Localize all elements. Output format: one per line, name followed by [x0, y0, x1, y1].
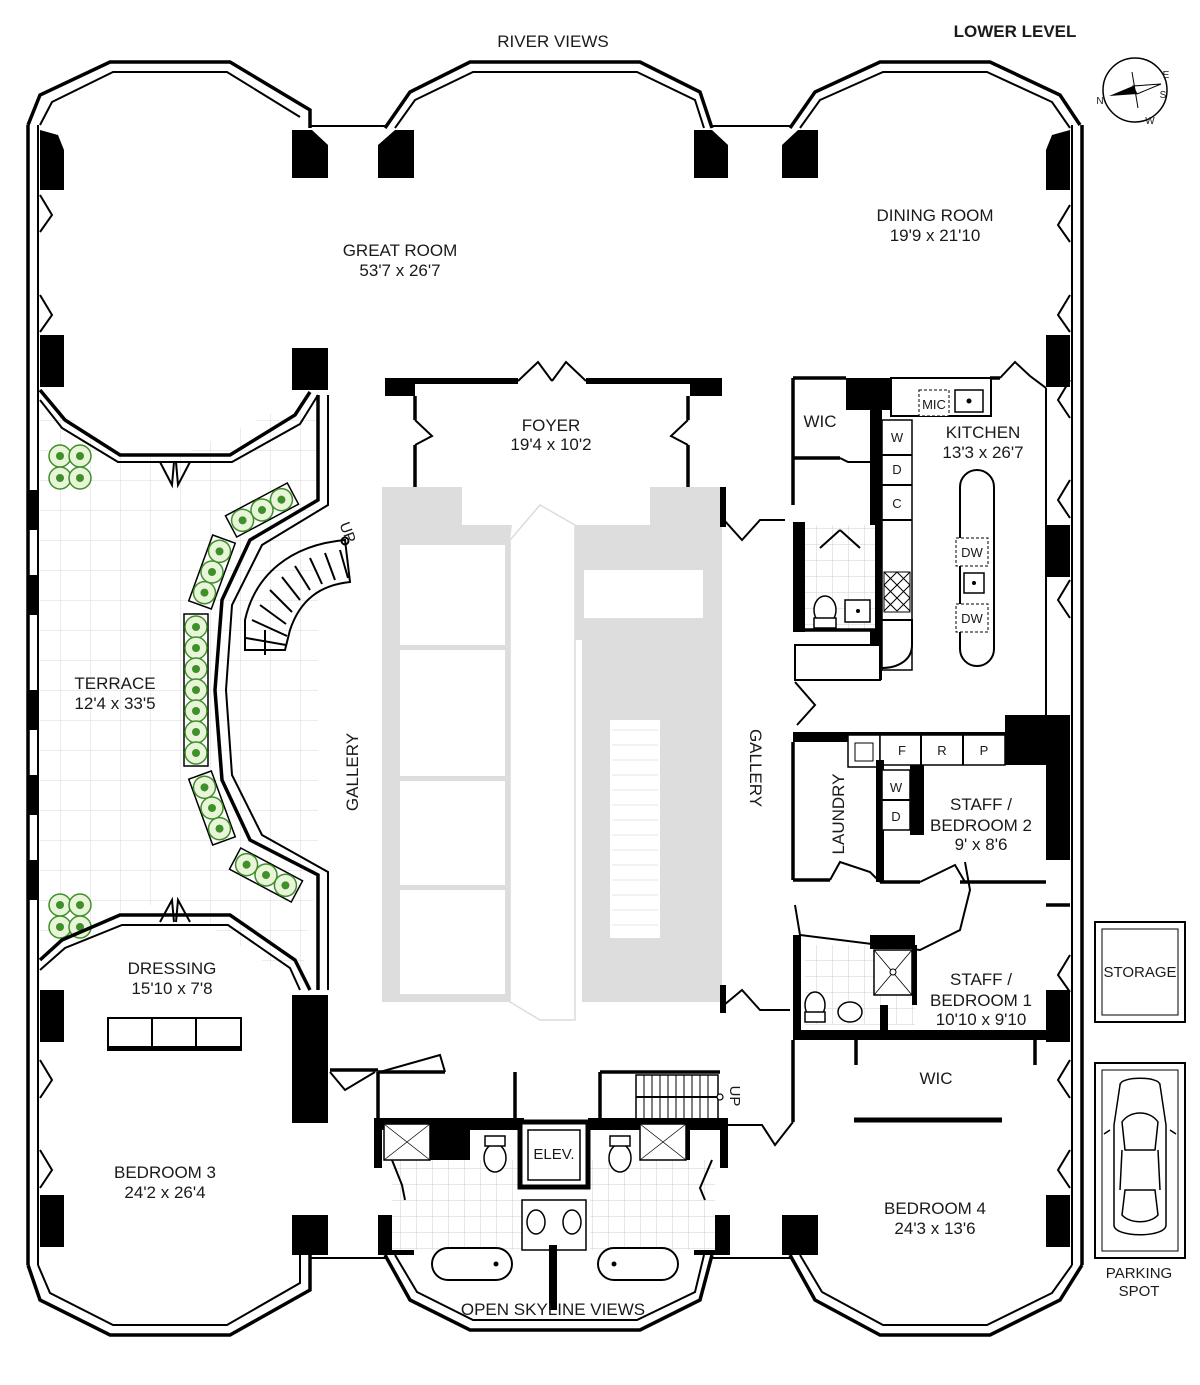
staff-wing-south: [722, 903, 1070, 1147]
level-title: LOWER LEVEL: [954, 22, 1077, 41]
dressing-bay: [38, 896, 312, 1051]
dishwasher-2-label: DW: [961, 611, 983, 626]
foyer-walls: [385, 360, 722, 490]
staff-bedroom-2-size: 9' x 8'6: [955, 835, 1008, 854]
parking-label-1: PARKING: [1106, 1265, 1172, 1282]
elevator-label: ELEV.: [533, 1146, 574, 1163]
kitchen-name: KITCHEN: [946, 423, 1021, 442]
staff-bedroom-1-name-2: BEDROOM 1: [930, 991, 1032, 1010]
kitchen-size: 13'3 x 26'7: [942, 443, 1023, 462]
gallery-right-label: GALLERY: [746, 729, 765, 807]
car-icon: [1103, 1077, 1177, 1236]
range-label: R: [937, 743, 946, 758]
compass-e: E: [1163, 70, 1170, 81]
stair-up-label-2: UP: [726, 1086, 743, 1107]
bedroom-3-size: 24'2 x 26'4: [124, 1183, 205, 1202]
compass-icon: [1102, 57, 1168, 123]
cooktop-label: C: [892, 496, 901, 511]
parking-label-2: SPOT: [1119, 1283, 1160, 1300]
foyer-name: FOYER: [522, 416, 581, 435]
staff-bedroom-1-name-1: STAFF /: [950, 970, 1012, 989]
compass-w: W: [1145, 116, 1155, 127]
great-room-name: GREAT ROOM: [343, 241, 458, 260]
staff-bedroom-1-size: 10'10 x 9'10: [936, 1010, 1027, 1029]
foyer-size: 19'4 x 10'2: [510, 435, 591, 454]
gallery-left-label: GALLERY: [343, 733, 362, 811]
staff-bedroom-2-name-2: BEDROOM 2: [930, 816, 1032, 835]
stair-up-label-1: UP: [336, 520, 359, 545]
kitchen-walls: [791, 360, 1047, 715]
core-door-stubs: [720, 487, 790, 1013]
dining-room-size: 19'9 x 21'10: [890, 226, 981, 245]
spiral-stair: [244, 536, 352, 655]
bedroom-4-size: 24'3 x 13'6: [894, 1219, 975, 1238]
top-view-label: RIVER VIEWS: [497, 32, 608, 51]
dryer-label: D: [892, 462, 901, 477]
bath-suite: [329, 1053, 728, 1310]
pantry-label: P: [980, 743, 989, 758]
washer-label: W: [891, 430, 904, 445]
laundry-dryer-label: D: [891, 809, 900, 824]
wic-kitchen-label: WIC: [803, 412, 836, 431]
wic-bedroom4-label: WIC: [919, 1069, 952, 1088]
bedroom-4-name: BEDROOM 4: [884, 1199, 986, 1218]
great-room-lower-bay: [38, 388, 319, 489]
terrace-curved-wall: [213, 395, 329, 990]
terrace-size: 12'4 x 33'5: [74, 694, 155, 713]
staff-bedroom-2-name-1: STAFF /: [950, 795, 1012, 814]
terrace-name: TERRACE: [74, 674, 155, 693]
staff-wing-north: [791, 715, 1070, 952]
microwave-label: MIC: [922, 397, 946, 412]
storage-label: STORAGE: [1103, 964, 1176, 981]
fridge-label: F: [898, 743, 906, 758]
dressing-size: 15'10 x 7'8: [131, 979, 212, 998]
bedroom-3-name: BEDROOM 3: [114, 1163, 216, 1182]
compass-n: N: [1096, 96, 1103, 107]
building-core: [382, 487, 722, 1021]
window-markers: [39, 194, 1071, 1189]
powder-room: [793, 522, 881, 726]
laundry-label: LAUNDRY: [829, 774, 848, 855]
planters: [48, 444, 304, 939]
plan-labels: LOWER LEVEL RIVER VIEWS OPEN SKYLINE VIE…: [74, 22, 1176, 1319]
bottom-view-label: OPEN SKYLINE VIEWS: [461, 1300, 645, 1319]
structural-columns: [28, 130, 1070, 1255]
dining-room-name: DINING ROOM: [876, 206, 993, 225]
compass-s: S: [1160, 90, 1167, 101]
laundry-washer-label: W: [890, 780, 903, 795]
great-room-size: 53'7 x 26'7: [359, 261, 440, 280]
dressing-name: DRESSING: [128, 959, 217, 978]
dishwasher-1-label: DW: [961, 545, 983, 560]
storage-box: [1094, 921, 1186, 1023]
